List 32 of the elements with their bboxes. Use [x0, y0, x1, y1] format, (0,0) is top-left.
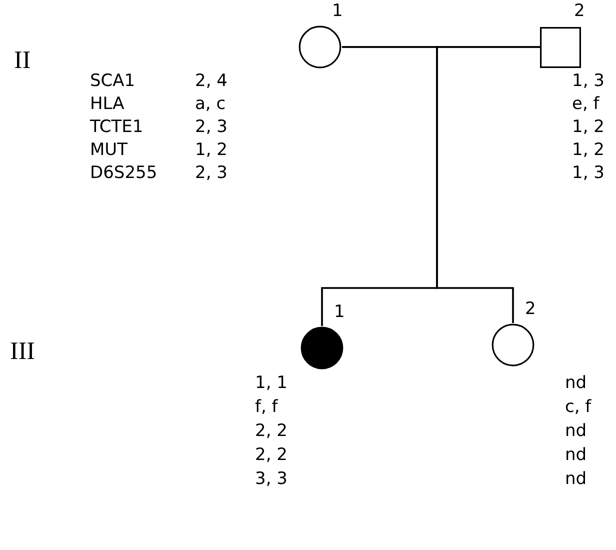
genotype: 1, 3	[572, 162, 604, 184]
marker-name: D6S255	[90, 162, 158, 184]
genotype: 1, 2	[572, 116, 604, 138]
genotype: nd	[565, 468, 587, 490]
genotype: nd	[565, 444, 587, 466]
genotype: nd	[565, 420, 587, 442]
individual-number: 1	[334, 302, 345, 322]
generation-label: II	[14, 47, 31, 75]
individual-number: 2	[525, 299, 536, 319]
generation-label: III	[10, 338, 35, 366]
genotype: 3, 3	[255, 468, 288, 490]
genotype: 1, 2	[195, 139, 228, 161]
individual-number: 2	[574, 1, 585, 21]
marker-name: HLA	[90, 93, 124, 115]
genotype: 2, 2	[255, 420, 288, 442]
genotype: a, c	[195, 93, 226, 115]
marker-name: MUT	[90, 139, 128, 161]
genotype: 1, 1	[255, 372, 288, 394]
genotype: 2, 3	[195, 116, 228, 138]
genotype: 2, 3	[195, 162, 228, 184]
genotype: 2, 4	[195, 70, 228, 92]
genotype: c, f	[565, 396, 592, 418]
genotype: e, f	[572, 93, 600, 115]
genotype: f, f	[255, 396, 278, 418]
marker-name: SCA1	[90, 70, 136, 92]
descent-line	[436, 46, 540, 323]
genotype: 1, 3	[572, 70, 604, 92]
genotype: 2, 2	[255, 444, 288, 466]
genotype: 1, 2	[572, 139, 604, 161]
genotype: nd	[565, 372, 587, 394]
marker-name: TCTE1	[90, 116, 144, 138]
individual-number: 1	[332, 1, 343, 21]
